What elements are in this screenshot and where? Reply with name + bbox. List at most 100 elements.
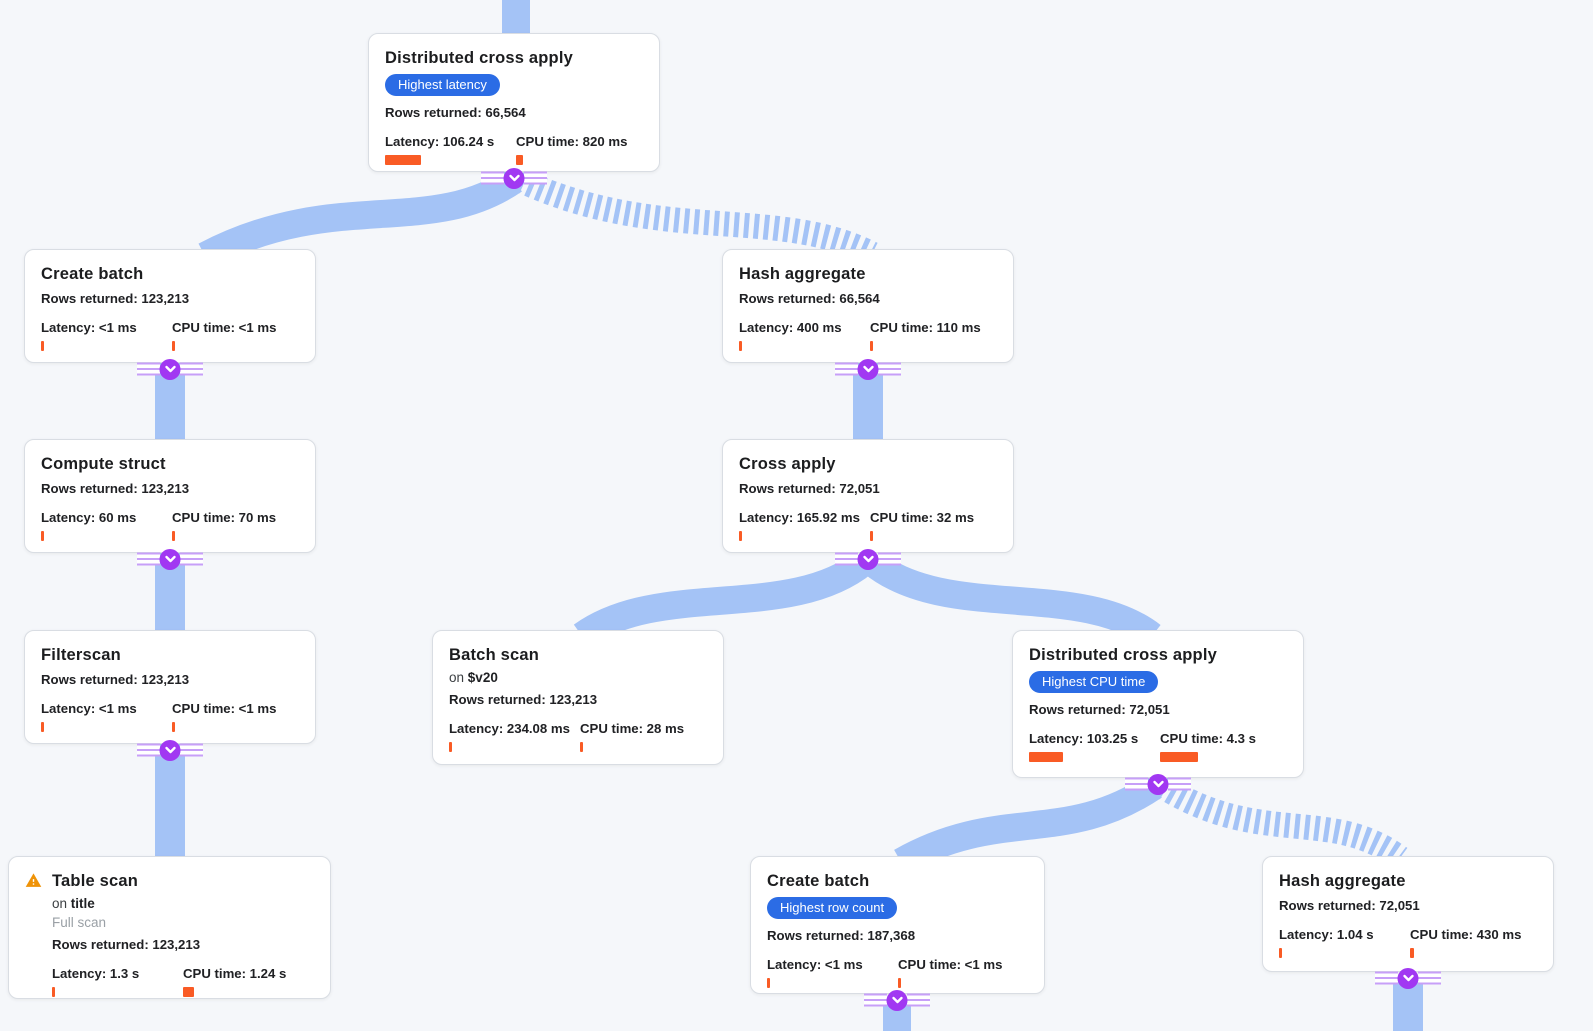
latency-bar	[739, 341, 742, 351]
latency-label: Latency: <1 ms	[41, 701, 137, 716]
latency-metric: Latency: 165.92 ms	[739, 510, 870, 541]
cpu-label: CPU time: 110 ms	[870, 320, 981, 335]
latency-label: Latency: 106.24 s	[385, 134, 495, 149]
cpu-metric: CPU time: 32 ms	[870, 510, 997, 541]
on-value: $v20	[467, 670, 498, 685]
plan-node-compute-struct[interactable]: Compute struct Rows returned: 123,213 La…	[24, 439, 316, 553]
node-title: Cross apply	[739, 455, 836, 473]
cpu-metric: CPU time: 430 ms	[1410, 927, 1537, 958]
on-prefix: on	[52, 896, 68, 911]
warning-icon	[25, 872, 42, 889]
metrics: Latency: 1.3 s CPU time: 1.24 s	[52, 966, 286, 997]
plan-node-distributed-cross-apply-right[interactable]: Distributed cross apply Highest CPU time…	[1012, 630, 1304, 778]
node-title: Batch scan	[449, 646, 540, 664]
plan-node-filterscan[interactable]: Filterscan Rows returned: 123,213 Latenc…	[24, 630, 316, 744]
cpu-bar	[1160, 752, 1198, 762]
chevron-down-icon	[503, 167, 525, 189]
cpu-metric: CPU time: <1 ms	[898, 957, 1028, 988]
node-title: Create batch	[41, 265, 144, 283]
collapse-control-dca-top[interactable]	[481, 167, 547, 189]
cpu-label: CPU time: 4.3 s	[1160, 731, 1257, 746]
plan-node-batch-scan[interactable]: Batch scan on $v20 Rows returned: 123,21…	[432, 630, 724, 765]
highest-cpu-time-badge: Highest CPU time	[1029, 671, 1159, 693]
cpu-bar	[1410, 948, 1414, 958]
rows-returned: Rows returned: 72,051	[739, 481, 880, 496]
highest-latency-badge: Highest latency	[385, 74, 500, 96]
rows-returned: Rows returned: 187,368	[767, 928, 916, 943]
full-scan-label: Full scan	[52, 915, 107, 930]
collapse-control-hash-aggregate-2[interactable]	[1375, 967, 1441, 989]
latency-metric: Latency: <1 ms	[41, 320, 172, 351]
cpu-label: CPU time: 1.24 s	[183, 966, 287, 981]
edge-dca-top-to-hash-aggregate-remote	[514, 168, 878, 266]
plan-node-distributed-cross-apply-top[interactable]: Distributed cross apply Highest latency …	[368, 33, 660, 172]
latency-label: Latency: 165.92 ms	[739, 510, 860, 525]
latency-bar	[1279, 948, 1282, 958]
chevron-down-icon	[886, 989, 908, 1011]
connector-stripes-right	[524, 171, 547, 185]
table-scan-content: Table scan on title Full scan Rows retur…	[52, 870, 286, 997]
cpu-label: CPU time: 28 ms	[580, 721, 685, 736]
cpu-bar	[580, 742, 583, 752]
latency-label: Latency: <1 ms	[41, 320, 137, 335]
plan-node-hash-aggregate-2[interactable]: Hash aggregate Rows returned: 72,051 Lat…	[1262, 856, 1554, 972]
metrics: Latency: 103.25 s CPU time: 4.3 s	[1029, 731, 1287, 762]
connector-stripes-right	[180, 743, 203, 757]
cpu-metric: CPU time: <1 ms	[172, 320, 299, 351]
collapse-control-cross-apply[interactable]	[835, 548, 901, 570]
latency-bar	[449, 742, 452, 752]
node-title: Distributed cross apply	[385, 49, 573, 67]
cpu-metric: CPU time: 28 ms	[580, 721, 707, 752]
metrics: Latency: 1.04 s CPU time: 430 ms	[1279, 927, 1537, 958]
collapse-control-create-batch-2[interactable]	[864, 989, 930, 1011]
latency-metric: Latency: 1.3 s	[52, 966, 183, 997]
collapse-control-filterscan[interactable]	[137, 739, 203, 761]
connector-stripes-right	[878, 552, 901, 566]
latency-label: Latency: 1.3 s	[52, 966, 140, 981]
latency-metric: Latency: 103.25 s	[1029, 731, 1160, 762]
collapse-control-compute-struct[interactable]	[137, 548, 203, 570]
scan-target: on title	[52, 895, 286, 912]
chevron-down-icon	[159, 358, 181, 380]
latency-label: Latency: 60 ms	[41, 510, 137, 525]
node-title: Create batch	[767, 872, 870, 890]
connector-stripes-left	[481, 171, 504, 185]
latency-metric: Latency: 234.08 ms	[449, 721, 580, 752]
chevron-down-icon	[857, 548, 879, 570]
on-prefix: on	[449, 670, 465, 685]
latency-bar	[385, 155, 421, 165]
collapse-control-create-batch-1[interactable]	[137, 358, 203, 380]
connector-stripes-right	[180, 362, 203, 376]
collapse-control-hash-aggregate-1[interactable]	[835, 358, 901, 380]
latency-label: Latency: <1 ms	[767, 957, 863, 972]
connector-stripes-left	[835, 552, 858, 566]
plan-node-table-scan[interactable]: Table scan on title Full scan Rows retur…	[8, 856, 331, 999]
metrics: Latency: 234.08 ms CPU time: 28 ms	[449, 721, 707, 752]
collapse-control-dca-right[interactable]	[1125, 773, 1191, 795]
latency-metric: Latency: <1 ms	[767, 957, 898, 988]
cpu-bar	[898, 978, 901, 988]
metrics: Latency: <1 ms CPU time: <1 ms	[41, 320, 299, 351]
chevron-down-icon	[857, 358, 879, 380]
cpu-bar	[172, 722, 175, 732]
plan-node-create-batch-1[interactable]: Create batch Rows returned: 123,213 Late…	[24, 249, 316, 363]
metrics: Latency: 400 ms CPU time: 110 ms	[739, 320, 997, 351]
rows-returned: Rows returned: 123,213	[41, 672, 190, 687]
on-value: title	[70, 896, 95, 911]
cpu-metric: CPU time: 1.24 s	[183, 966, 286, 997]
cpu-metric: CPU time: 70 ms	[172, 510, 299, 541]
latency-bar	[41, 722, 44, 732]
node-title: Filterscan	[41, 646, 121, 664]
latency-label: Latency: 1.04 s	[1279, 927, 1374, 942]
cpu-bar	[172, 341, 175, 351]
latency-label: Latency: 400 ms	[739, 320, 842, 335]
connector-stripes-right	[1418, 971, 1441, 985]
cpu-label: CPU time: 32 ms	[870, 510, 975, 525]
cpu-label: CPU time: <1 ms	[898, 957, 1003, 972]
plan-node-cross-apply[interactable]: Cross apply Rows returned: 72,051 Latenc…	[722, 439, 1014, 553]
plan-node-hash-aggregate-1[interactable]: Hash aggregate Rows returned: 66,564 Lat…	[722, 249, 1014, 363]
latency-metric: Latency: 1.04 s	[1279, 927, 1410, 958]
connector-stripes-right	[907, 993, 930, 1007]
plan-node-create-batch-2[interactable]: Create batch Highest row count Rows retu…	[750, 856, 1045, 994]
